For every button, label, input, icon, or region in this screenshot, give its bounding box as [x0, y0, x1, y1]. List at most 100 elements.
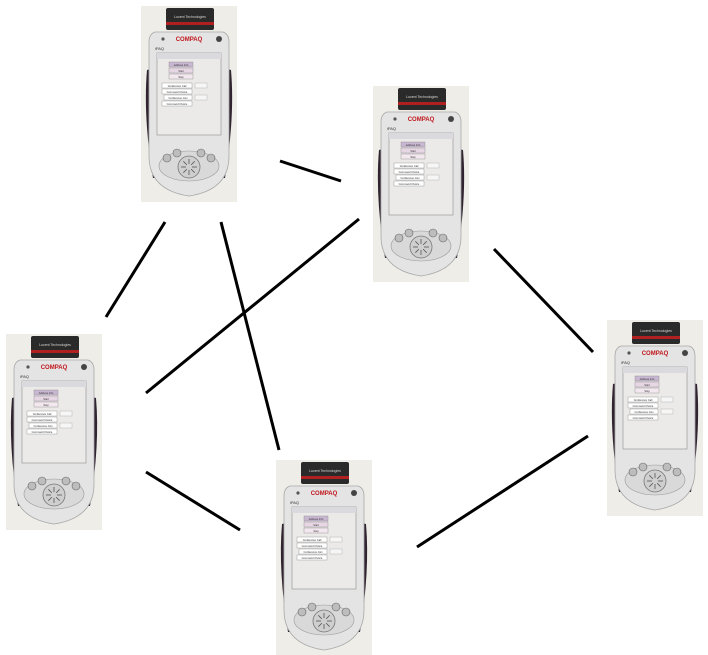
- screen-item: Command Choice: [399, 170, 420, 174]
- brand-logo: COMPAQ: [176, 37, 203, 43]
- card-label: Lucent Technologies: [309, 469, 341, 473]
- link-bottom-center-right: [417, 436, 588, 547]
- screen-item: Address Info: [640, 377, 655, 381]
- wireless-card: Lucent Technologies: [31, 336, 79, 358]
- hardware-button: [405, 229, 413, 237]
- screen-item: Address Info: [174, 63, 189, 67]
- hardware-button: [28, 482, 36, 490]
- card-label: Lucent Technologies: [406, 95, 438, 99]
- screen-item: Conference Join: [169, 96, 188, 100]
- screen-item: Conference Call: [33, 412, 52, 416]
- brand-logo: COMPAQ: [642, 351, 669, 357]
- hardware-button: [72, 482, 80, 490]
- screen-item: Conference Call: [400, 164, 419, 168]
- link-top-left-left: [106, 222, 165, 317]
- screen-item: Command Choice: [399, 182, 420, 186]
- link-top-right-left: [146, 219, 359, 393]
- hardware-button: [298, 608, 306, 616]
- screen-item: Address Info: [406, 143, 421, 147]
- screen-item: Conference Call: [634, 398, 653, 402]
- hardware-button: [429, 229, 437, 237]
- screen-item: Stop: [410, 155, 416, 159]
- model-label: iPAQ: [621, 360, 630, 365]
- hardware-button: [663, 463, 671, 471]
- link-top-right-right: [494, 249, 593, 352]
- link-top-left-top-right: [280, 161, 341, 181]
- screen-item: Start: [178, 69, 184, 73]
- screen-item: Conference Join: [401, 176, 420, 180]
- screen-item: Stop: [178, 75, 184, 79]
- power-led: [627, 351, 630, 354]
- screen-item: Command Choice: [633, 404, 654, 408]
- hardware-button: [332, 603, 340, 611]
- hardware-button: [197, 149, 205, 157]
- screen-item: Command Choice: [32, 430, 53, 434]
- hardware-button: [62, 477, 70, 485]
- brand-logo: COMPAQ: [408, 117, 435, 123]
- screen-item: Command Choice: [167, 90, 188, 94]
- card-label: Lucent Technologies: [174, 15, 206, 19]
- screen-item: Stop: [43, 403, 49, 407]
- screen-item: Start: [313, 523, 319, 527]
- screen-item: Command Choice: [167, 102, 188, 106]
- hardware-button: [207, 154, 215, 162]
- card-label: Lucent Technologies: [39, 343, 71, 347]
- link-top-left-bottom-center: [221, 222, 279, 450]
- screen-item: Stop: [644, 389, 650, 393]
- hardware-button: [163, 154, 171, 162]
- speaker-icon: [448, 116, 454, 122]
- device-screen: Address InfoStartStopConference CallComm…: [157, 53, 221, 135]
- hardware-button: [308, 603, 316, 611]
- screen-item: Conference Call: [168, 84, 187, 88]
- power-led: [26, 365, 29, 368]
- speaker-icon: [351, 490, 357, 496]
- wireless-card: Lucent Technologies: [166, 8, 214, 30]
- hardware-button: [38, 477, 46, 485]
- brand-logo: COMPAQ: [311, 491, 338, 497]
- screen-item: Start: [644, 383, 650, 387]
- link-left-bottom-center: [146, 472, 240, 530]
- screen-item: Address Info: [39, 391, 54, 395]
- model-label: iPAQ: [387, 126, 396, 131]
- wireless-card: Lucent Technologies: [632, 322, 680, 344]
- hardware-button: [629, 468, 637, 476]
- power-led: [393, 117, 396, 120]
- power-led: [161, 37, 164, 40]
- screen-item: Conference Join: [635, 410, 654, 414]
- brand-logo: COMPAQ: [41, 365, 68, 371]
- model-label: iPAQ: [155, 46, 164, 51]
- screen-item: Stop: [313, 529, 319, 533]
- screen-item: Command Choice: [302, 556, 323, 560]
- speaker-icon: [81, 364, 87, 370]
- hardware-button: [639, 463, 647, 471]
- power-led: [296, 491, 299, 494]
- model-label: iPAQ: [290, 500, 299, 505]
- hardware-button: [439, 234, 447, 242]
- hardware-button: [173, 149, 181, 157]
- speaker-icon: [216, 36, 222, 42]
- card-label: Lucent Technologies: [640, 329, 672, 333]
- screen-item: Start: [410, 149, 416, 153]
- screen-item: Command Choice: [302, 544, 323, 548]
- screen-item: Conference Join: [34, 424, 53, 428]
- hardware-button: [395, 234, 403, 242]
- screen-item: Conference Call: [303, 538, 322, 542]
- screen-item: Start: [43, 397, 49, 401]
- model-label: iPAQ: [20, 374, 29, 379]
- wireless-card: Lucent Technologies: [398, 88, 446, 110]
- speaker-icon: [682, 350, 688, 356]
- screen-item: Address Info: [309, 517, 324, 521]
- hardware-button: [673, 468, 681, 476]
- hardware-button: [342, 608, 350, 616]
- screen-item: Command Choice: [32, 418, 53, 422]
